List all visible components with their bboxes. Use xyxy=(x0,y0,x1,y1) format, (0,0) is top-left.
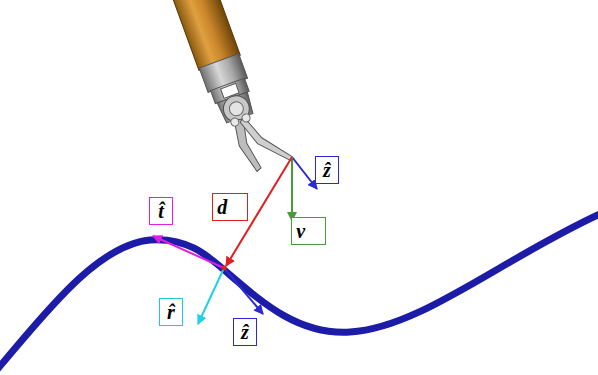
vector-label-box: ẑ xyxy=(233,318,257,346)
z-axis-arrow xyxy=(224,268,263,314)
velocity-arrow xyxy=(291,157,293,221)
vector-label-box: v⃗ xyxy=(291,217,326,245)
contact-point xyxy=(222,266,227,271)
surgical-instrument xyxy=(166,0,293,179)
vector-symbol: r̂ xyxy=(167,302,175,322)
vector-label-box: r̂ xyxy=(159,298,183,326)
z-axis-arrow xyxy=(292,157,317,189)
tangent-arrow xyxy=(153,236,224,268)
vector-symbol: d⃗ xyxy=(217,197,243,217)
vector-label-box: t̂ xyxy=(149,197,173,225)
vector-label-box: ẑ xyxy=(315,156,339,184)
vector-symbol: t̂ xyxy=(158,201,164,221)
suture-curve xyxy=(0,214,598,372)
radial-arrow xyxy=(198,268,224,324)
vector-symbol: ẑ xyxy=(323,160,331,180)
vector-symbol: v⃗ xyxy=(296,221,320,241)
vector-label-box: d⃗ xyxy=(212,193,248,221)
vector-symbol: ẑ xyxy=(241,322,249,342)
